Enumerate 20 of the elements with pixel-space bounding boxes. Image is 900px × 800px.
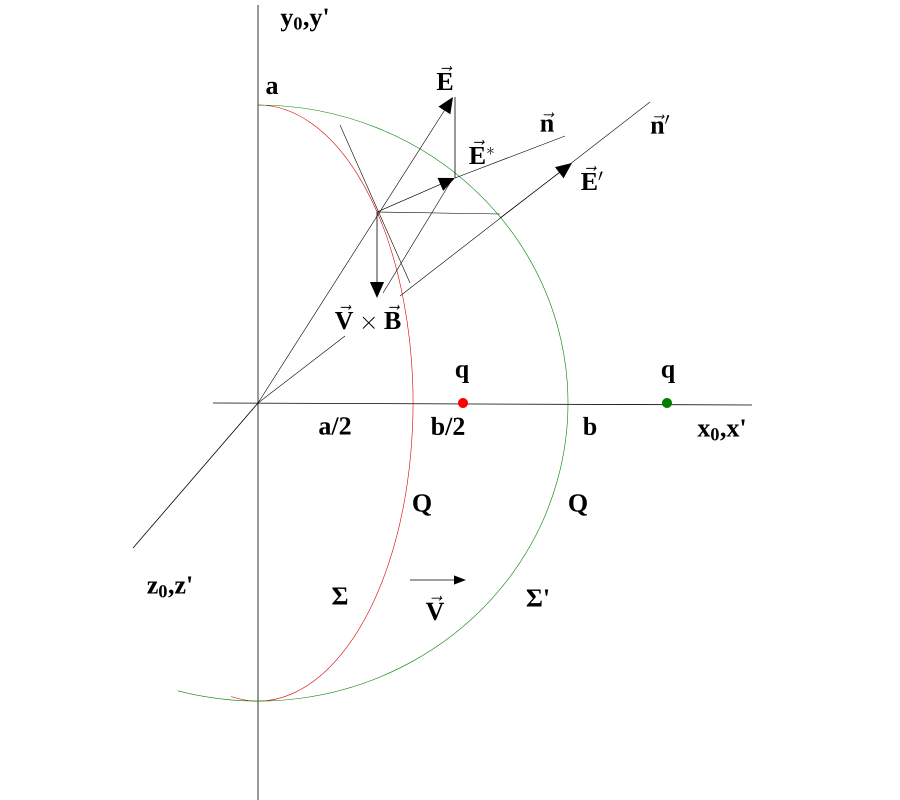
point-label: b/2 bbox=[431, 416, 464, 436]
vector-label: $\vec{\mathbf{V}}\times\vec{\mathbf{B}}$ bbox=[335, 304, 401, 330]
charge-label: q bbox=[456, 364, 469, 384]
charge-label: Q bbox=[413, 494, 431, 516]
vector-label: $\vec{\mathbf{E}}'$ bbox=[581, 166, 603, 190]
vector-label: $\vec{\mathbf{n}}'$ bbox=[650, 114, 670, 134]
surface-label: Σ bbox=[332, 587, 348, 604]
axis-label: y$_{0}$,y' bbox=[280, 8, 328, 32]
axis-label: x$_{0}$,x' bbox=[697, 419, 745, 441]
point-label: b bbox=[583, 416, 596, 436]
axis-label: z$_{0}$,z' bbox=[147, 576, 192, 598]
vector-label: $\vec{\mathbf{E}}$ bbox=[436, 66, 452, 90]
vector-label: $\vec{\mathbf{E}}^{*}$ bbox=[469, 140, 494, 164]
vector-label: $\vec{\mathbf{n}}$ bbox=[540, 112, 554, 132]
point-label: a/2 bbox=[319, 417, 350, 435]
vector-label: $\vec{\mathbf{V}}$ bbox=[426, 596, 444, 620]
charge-label: Q bbox=[569, 494, 587, 516]
surface-label: Σ' bbox=[526, 589, 548, 606]
point-label: a bbox=[266, 82, 278, 94]
charge-label: q bbox=[662, 364, 675, 384]
